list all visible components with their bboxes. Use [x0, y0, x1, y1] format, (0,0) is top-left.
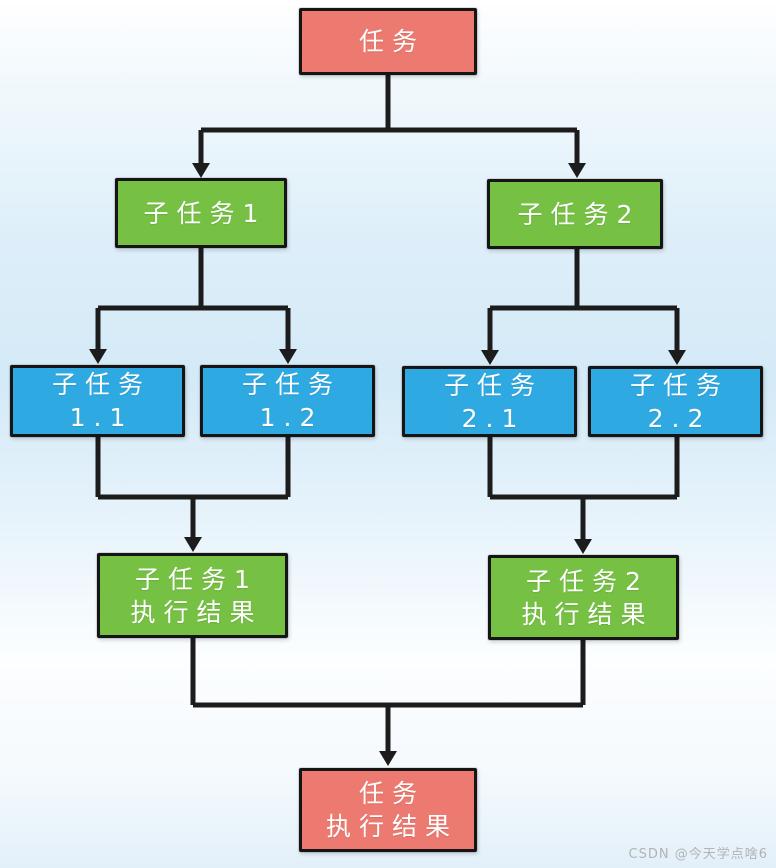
node-subtask-2-2-label-line1: 子任务 — [629, 370, 729, 400]
connector-result-join — [190, 638, 586, 754]
node-subtask1: 子任务1 — [115, 178, 287, 248]
node-subtask-2-1-label-line1: 子任务 — [443, 370, 543, 400]
connector-subtask2-join — [487, 437, 680, 543]
connector-task-fork — [198, 75, 580, 166]
node-subtask1-result-label-line2: 执行结果 — [130, 597, 263, 627]
csdn-watermark: CSDN @今天学点啥6 — [628, 847, 768, 862]
node-task-label: 任务 — [358, 27, 425, 56]
arrowhead-down-icon — [668, 350, 686, 365]
node-subtask-1-1-label-line2: 1.1 — [69, 403, 134, 432]
node-subtask-1-2: 子任务 1.2 — [200, 365, 375, 437]
node-subtask-1-1-label-line1: 子任务 — [51, 370, 151, 399]
connector-subtask1-fork — [95, 247, 291, 352]
node-task-result: 任务 执行结果 — [299, 768, 477, 852]
node-subtask-1-1: 子任务 1.1 — [10, 365, 185, 437]
node-subtask-2-1: 子任务 2.1 — [402, 366, 577, 437]
node-subtask-2-2: 子任务 2.2 — [588, 366, 763, 437]
node-subtask2-label: 子任务2 — [517, 199, 641, 229]
connector-subtask1-join — [95, 437, 291, 541]
arrowhead-down-icon — [184, 537, 202, 552]
arrowhead-down-icon — [481, 350, 499, 365]
arrowhead-down-icon — [279, 349, 297, 364]
node-subtask1-result: 子任务1 执行结果 — [97, 553, 288, 638]
node-subtask2: 子任务2 — [487, 179, 663, 249]
connector-subtask2-fork — [487, 248, 680, 353]
node-subtask2-result-label-line2: 执行结果 — [521, 599, 654, 629]
node-subtask1-result-label-line1: 子任务1 — [135, 564, 258, 594]
node-task-result-label-line1: 任务 — [358, 779, 425, 808]
node-subtask-1-2-label-line2: 1.2 — [259, 403, 324, 432]
node-subtask-2-2-label-line2: 2.2 — [647, 403, 712, 433]
node-subtask2-result: 子任务2 执行结果 — [488, 555, 679, 640]
arrowhead-down-icon — [379, 751, 397, 766]
arrowhead-down-icon — [89, 349, 107, 364]
node-task-result-label-line2: 执行结果 — [325, 812, 458, 841]
node-subtask-1-2-label-line1: 子任务 — [241, 370, 341, 399]
arrowhead-down-icon — [568, 163, 586, 178]
node-subtask2-result-label-line1: 子任务2 — [526, 566, 649, 596]
arrowhead-down-icon — [574, 539, 592, 554]
node-subtask1-label: 子任务1 — [143, 198, 267, 228]
arrowhead-down-icon — [192, 163, 210, 178]
node-task: 任务 — [299, 8, 477, 75]
node-subtask-2-1-label-line2: 2.1 — [461, 403, 526, 433]
